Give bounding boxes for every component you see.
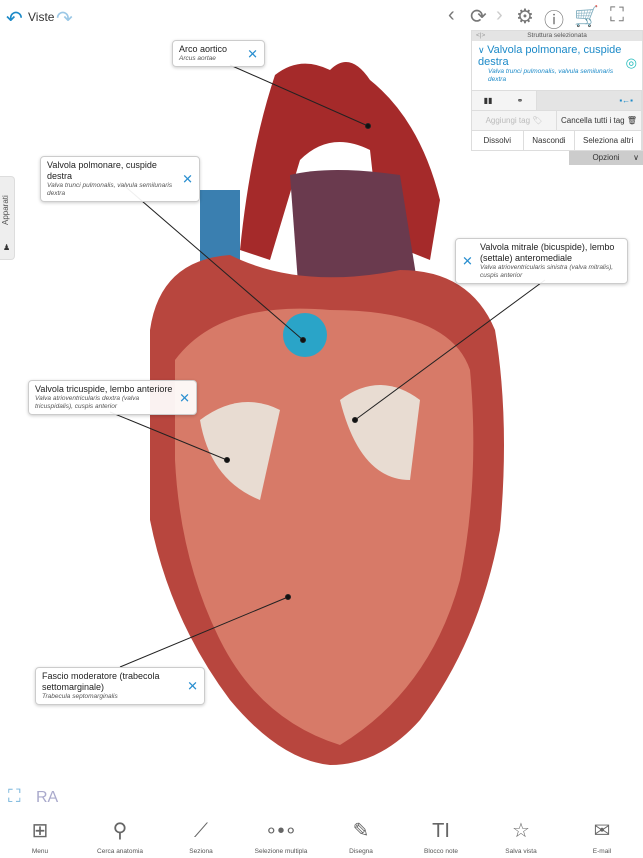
ar-button[interactable]: RA <box>36 789 59 806</box>
close-icon[interactable]: ✕ <box>247 46 258 61</box>
dots-icon: ∘•∘ <box>264 820 298 842</box>
gear-icon[interactable]: ⚙ <box>516 6 534 28</box>
section-button[interactable]: ⟋Seziona <box>166 818 236 855</box>
redo-icon[interactable]: ↷ <box>56 8 73 30</box>
help-icon[interactable]: ⓘ <box>544 10 564 32</box>
search-anatomy-button[interactable]: ⚲Cerca anatomia <box>85 818 155 855</box>
scalpel-icon: ⟋ <box>194 820 208 842</box>
text-icon: TI <box>432 820 450 842</box>
tricuspid-valve <box>200 402 280 500</box>
save-view-button[interactable]: ☆Salva vista <box>486 818 556 855</box>
isolate-icon[interactable]: ◎ <box>625 55 637 70</box>
undo-icon[interactable]: ↶ <box>6 8 23 30</box>
close-icon[interactable]: ✕ <box>179 390 190 405</box>
vena-cava <box>200 190 240 270</box>
structure-name[interactable]: ∨ Valvola polmonare, cuspide destra <box>478 44 622 68</box>
label-mitral-valve[interactable]: Valvola mitrale (bicuspide), lembo (sett… <box>455 238 628 284</box>
layers-icon[interactable]: ▪←▪ <box>537 91 642 110</box>
link-icon[interactable]: ⚭ <box>504 91 537 110</box>
multi-select-button[interactable]: ∘•∘Selezione multipla <box>246 818 316 855</box>
pulmonary-valve-highlight <box>283 313 327 357</box>
envelope-icon: ✉ <box>593 820 611 842</box>
close-icon[interactable]: ✕ <box>182 171 193 187</box>
next-icon[interactable]: › <box>496 4 503 26</box>
select-others-button[interactable]: Seleziona altri <box>575 131 642 150</box>
search-icon: ⚲ <box>112 820 128 842</box>
close-icon[interactable]: ✕ <box>462 253 473 269</box>
book-icon[interactable]: ▮▮ <box>483 96 493 105</box>
menu-button[interactable]: ⊞Menu <box>5 818 75 855</box>
hide-button[interactable]: Nascondi <box>524 131 576 150</box>
label-moderator-band[interactable]: Fascio moderatore (trabecola settomargin… <box>35 667 205 705</box>
email-button[interactable]: ✉E-mail <box>567 818 637 855</box>
star-icon: ☆ <box>512 820 530 842</box>
person-icon: ♟ <box>3 243 11 252</box>
options-dropdown[interactable]: Opzioni∨ <box>569 151 643 165</box>
add-tag-button[interactable]: Aggiungi tag 🏷 <box>472 111 557 130</box>
selected-structure-panel-wrapper: <|>Struttura selezionata ∨ Valvola polmo… <box>471 30 643 165</box>
prev-icon[interactable]: ‹ <box>448 4 455 26</box>
reset-icon[interactable]: ⟳ <box>470 6 487 28</box>
systems-tab[interactable]: Apparati ♟ <box>0 176 15 260</box>
clear-tags-button[interactable]: Cancella tutti i tag 🗑 <box>557 111 642 130</box>
fade-button[interactable]: Dissolvi <box>472 131 524 150</box>
draw-button[interactable]: ✎Disegna <box>326 818 396 855</box>
collapse-icon[interactable]: <|> <box>476 32 486 39</box>
grid-icon: ⊞ <box>31 820 49 842</box>
chevron-down-icon: ∨ <box>633 153 639 162</box>
mitral-valve <box>340 385 420 480</box>
selected-structure-panel: <|>Struttura selezionata ∨ Valvola polmo… <box>471 30 643 151</box>
pencil-icon: ✎ <box>352 820 370 842</box>
ar-icon[interactable]: ⛶ <box>8 786 21 806</box>
close-icon[interactable]: ✕ <box>187 678 198 694</box>
views-button[interactable]: Viste <box>28 10 55 24</box>
cart-icon[interactable]: 🛒 <box>574 6 599 28</box>
fullscreen-icon[interactable]: ⛶ <box>610 4 624 26</box>
